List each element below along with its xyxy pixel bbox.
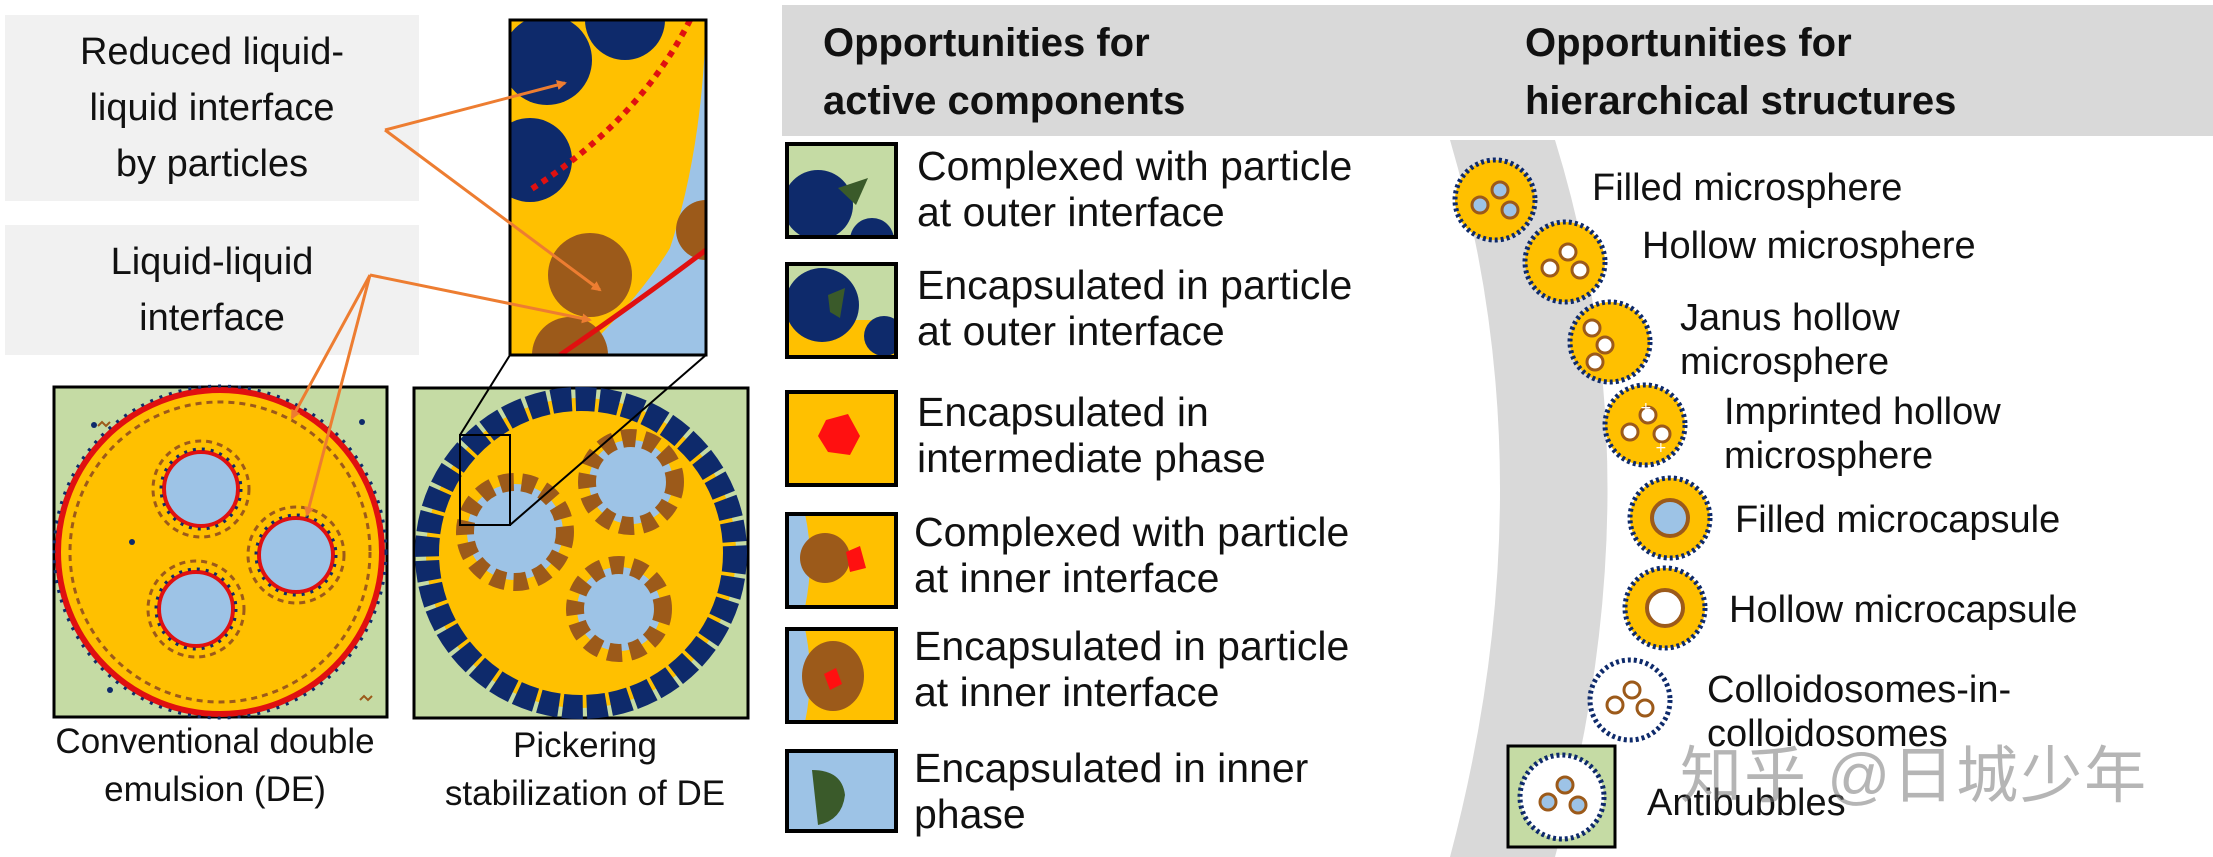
structure-icon-filled-microcapsule bbox=[1627, 475, 1713, 561]
structure-icon-filled-microsphere bbox=[1452, 157, 1538, 243]
active-label-6: Encapsulated in inner phase bbox=[914, 745, 1309, 837]
caption-conventional-de: Conventional double emulsion (DE) bbox=[55, 722, 375, 809]
inner-droplet bbox=[566, 556, 672, 662]
callout-arrows bbox=[290, 80, 602, 517]
structure-icon-janus-hollow-microsphere bbox=[1567, 299, 1653, 385]
active-icon-2 bbox=[787, 264, 896, 357]
active-icon-3 bbox=[785, 390, 898, 487]
inner-droplet bbox=[151, 439, 251, 539]
structure-icon-imprinted-hollow-microsphere: + + bbox=[1602, 382, 1688, 468]
structure-label-1: Filled microsphere bbox=[1592, 167, 1903, 209]
structure-icon-colloidosomes bbox=[1587, 657, 1673, 743]
zoom-region-box bbox=[459, 434, 511, 526]
active-label-5: Encapsulated in particle at inner interf… bbox=[914, 623, 1350, 715]
inner-droplet bbox=[146, 559, 246, 659]
inner-droplet bbox=[456, 473, 574, 591]
active-icon-4 bbox=[787, 514, 896, 607]
heading-hierarchical-structures: Opportunities for hierarchical structure… bbox=[1525, 21, 1957, 123]
hierarchy-arc-band bbox=[1450, 140, 1608, 857]
inner-droplet bbox=[578, 429, 684, 535]
pickering-de-panel bbox=[412, 354, 750, 720]
inner-droplet bbox=[246, 505, 346, 605]
watermark-text: 知乎 @日城少年 bbox=[1680, 742, 2149, 811]
structure-label-3: Janus hollow microsphere bbox=[1680, 297, 1900, 383]
structure-label-8: Antibubbles bbox=[1647, 782, 1846, 824]
structure-icon-hollow-microcapsule bbox=[1622, 565, 1708, 651]
header-band bbox=[782, 5, 2213, 136]
active-icon-1 bbox=[787, 144, 896, 237]
active-icon-5 bbox=[787, 629, 896, 722]
active-label-4: Complexed with particle at inner interfa… bbox=[914, 509, 1350, 601]
active-label-1: Complexed with particle at outer interfa… bbox=[917, 143, 1353, 235]
zoom-inset bbox=[508, 18, 708, 357]
active-icon-6 bbox=[787, 751, 896, 831]
structure-icon-hollow-microsphere bbox=[1522, 219, 1608, 305]
caption-pickering-de: Pickering stabilization of DE bbox=[444, 726, 726, 813]
structure-label-7: Colloidosomes-in- colloidosomes bbox=[1707, 669, 2012, 755]
structure-label-2: Hollow microsphere bbox=[1642, 225, 1976, 267]
callout-reduced-interface: Reduced liquid- liquid interface by part… bbox=[5, 15, 419, 201]
structure-label-6: Hollow microcapsule bbox=[1729, 589, 2078, 631]
callout-liquid-interface: Liquid-liquid interface bbox=[5, 225, 419, 355]
structure-icon-antibubbles bbox=[1506, 744, 1617, 849]
structure-label-5: Filled microcapsule bbox=[1735, 499, 2061, 541]
svg-text:+: + bbox=[1640, 400, 1652, 416]
heading-active-components: Opportunities for active components bbox=[823, 21, 1186, 123]
active-label-3: Encapsulated in intermediate phase bbox=[917, 389, 1266, 481]
structure-label-4: Imprinted hollow microsphere bbox=[1724, 391, 2001, 477]
conventional-de-panel bbox=[52, 384, 389, 720]
svg-text:+: + bbox=[1655, 440, 1667, 456]
active-label-2: Encapsulated in particle at outer interf… bbox=[917, 262, 1353, 354]
